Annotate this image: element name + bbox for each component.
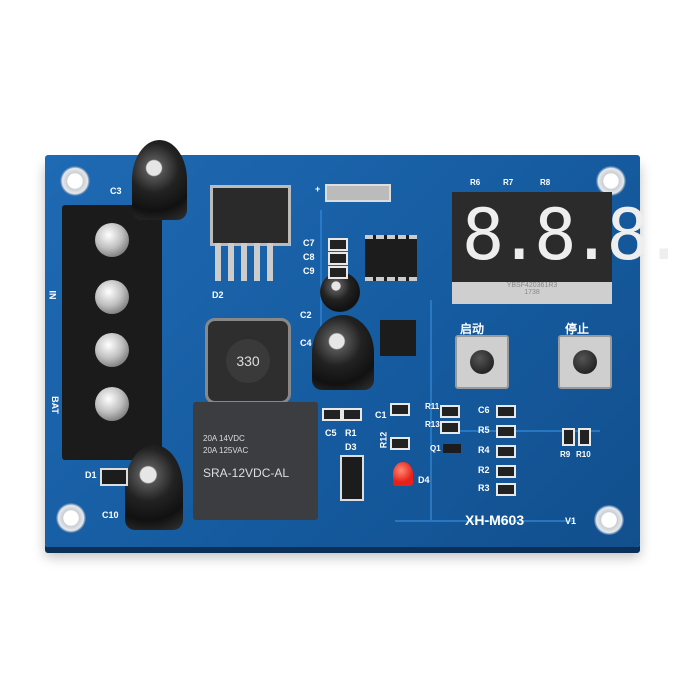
label-c3: C3 xyxy=(110,186,122,196)
relay-rating-dc: 20A 14VDC xyxy=(203,434,245,443)
transistor-q1 xyxy=(443,444,461,453)
ic-chip xyxy=(365,235,417,281)
trace xyxy=(450,430,600,432)
relay: 20A 14VDC 20A 125VAC SRA-12VDC-AL xyxy=(193,402,318,520)
voltage-regulator xyxy=(210,185,291,246)
smd-component xyxy=(328,252,348,265)
diode-d1 xyxy=(100,468,128,486)
label-c7: C7 xyxy=(303,238,315,248)
label-d1: D1 xyxy=(85,470,97,480)
relay-rating-ac: 20A 125VAC xyxy=(203,446,249,455)
header-plus-label: + xyxy=(315,184,321,194)
start-button-label: 启动 xyxy=(460,322,485,336)
smd-component xyxy=(328,238,348,251)
mounting-hole xyxy=(596,166,626,196)
display-date-code: 1738 xyxy=(524,289,540,296)
trace xyxy=(430,300,432,520)
label-r6: R6 xyxy=(470,178,481,187)
version-label: V1 xyxy=(565,516,577,526)
transistor-regulator xyxy=(380,320,416,356)
regulator-pins xyxy=(215,243,280,281)
smd-component xyxy=(390,403,410,416)
label-r8: R8 xyxy=(540,178,551,187)
label-c9: C9 xyxy=(303,266,315,276)
smd-component xyxy=(496,483,516,496)
label-d2: D2 xyxy=(212,290,224,300)
label-r3: R3 xyxy=(478,483,490,493)
label-c10: C10 xyxy=(102,510,119,520)
inductor: 330 xyxy=(205,318,291,404)
seven-segment-display: 8.8.8. xyxy=(452,192,685,282)
label-d3: D3 xyxy=(345,442,357,452)
label-r7: R7 xyxy=(503,178,514,187)
led-d4 xyxy=(393,462,413,486)
label-r13: R13 xyxy=(425,420,440,429)
smd-component xyxy=(440,405,460,418)
electrolytic-capacitor xyxy=(125,445,183,530)
label-q1: Q1 xyxy=(430,444,441,453)
battery-label: BAT xyxy=(49,396,60,414)
smd-component xyxy=(496,425,516,438)
smd-component xyxy=(496,445,516,458)
label-c8: C8 xyxy=(303,252,315,262)
label-r12: R12 xyxy=(378,431,389,449)
display-base: YBSF420361R3 1738 xyxy=(452,282,612,304)
diode-d3 xyxy=(340,455,364,501)
smd-component xyxy=(390,437,410,450)
label-c2: C2 xyxy=(300,310,312,320)
display-digits: 8.8.8. xyxy=(462,194,685,276)
pin-header xyxy=(325,184,391,202)
label-r1: R1 xyxy=(345,428,357,438)
smd-component xyxy=(562,428,575,446)
screw-icon[interactable] xyxy=(95,333,129,367)
stop-button[interactable] xyxy=(558,335,612,389)
start-button[interactable] xyxy=(455,335,509,389)
label-r11: R11 xyxy=(425,402,440,411)
label-r9: R9 xyxy=(560,450,571,459)
smd-component xyxy=(496,465,516,478)
terminal-block xyxy=(62,205,162,460)
label-c4: C4 xyxy=(300,338,312,348)
display-part-number: YBSF420361R3 xyxy=(506,282,558,289)
mounting-hole xyxy=(594,505,624,535)
model-label: XH-M603 xyxy=(465,512,525,528)
smd-component xyxy=(440,421,460,434)
mounting-hole xyxy=(60,166,90,196)
label-c1: C1 xyxy=(375,410,387,420)
label-r4: R4 xyxy=(478,445,490,455)
smd-component xyxy=(496,405,516,418)
input-label: IN xyxy=(47,290,58,300)
trace xyxy=(395,520,575,522)
label-d4: D4 xyxy=(418,475,430,485)
inductor-marking: 330 xyxy=(226,339,270,383)
smd-component xyxy=(342,408,362,421)
relay-model: SRA-12VDC-AL xyxy=(203,466,290,480)
screw-icon[interactable] xyxy=(95,280,129,314)
smd-component xyxy=(322,408,342,421)
label-c5: C5 xyxy=(325,428,337,438)
smd-component xyxy=(328,266,348,279)
mounting-hole xyxy=(56,503,86,533)
label-c6: C6 xyxy=(478,405,490,415)
smd-component xyxy=(578,428,591,446)
stop-button-label: 停止 xyxy=(565,322,590,336)
label-r2: R2 xyxy=(478,465,490,475)
screw-icon[interactable] xyxy=(95,223,129,257)
electrolytic-capacitor xyxy=(132,140,187,220)
screw-icon[interactable] xyxy=(95,387,129,421)
label-r10: R10 xyxy=(576,450,591,459)
label-r5: R5 xyxy=(478,425,490,435)
capacitor xyxy=(312,315,374,390)
